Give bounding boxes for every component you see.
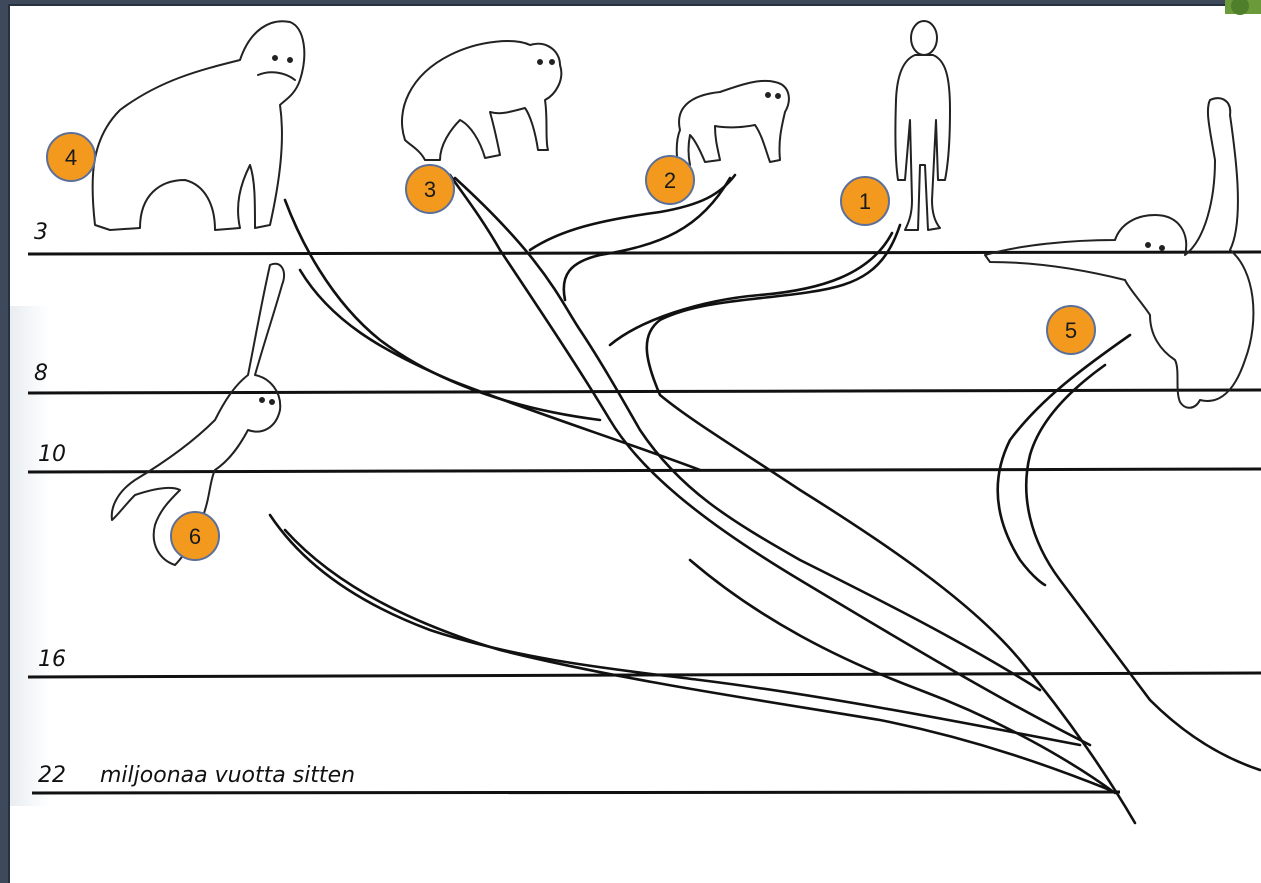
badge-3: 3 [405,164,455,214]
svg-text:5: 5 [1065,318,1077,343]
tick-label-22: 22 [38,763,66,788]
timeline-22 [31,790,1121,795]
diagram-frame [8,4,1261,883]
tick-label-8: 8 [34,361,48,386]
badge-6: 6 [170,511,220,561]
human-figure [894,20,951,231]
gorilla-figure [91,20,306,231]
tick-label-10: 10 [38,442,66,467]
svg-text:6: 6 [189,524,201,549]
badge-1: 1 [840,176,890,226]
timeline-10 [27,467,1261,474]
background-fade [10,306,50,806]
tick-label-3: 3 [34,220,48,245]
badge-2: 2 [645,155,695,205]
timeline-3 [27,250,1261,256]
badge-5: 5 [1046,305,1096,355]
svg-text:3: 3 [424,177,436,202]
top-decoration [1225,0,1261,15]
svg-text:2: 2 [664,168,676,193]
tree-branches [268,173,1261,825]
timeline-16 [27,671,1261,679]
svg-text:1: 1 [859,189,871,214]
chimpanzee-figure [675,79,790,166]
bonobo-figure [401,40,563,161]
axis-labels: 3 8 10 16 22 miljoonaa vuotta sitten [34,220,355,788]
badge-4: 4 [46,132,96,182]
gibbon-figure [110,262,286,566]
orangutan-figure [984,97,1255,409]
svg-text:4: 4 [65,145,77,170]
axis-caption: miljoonaa vuotta sitten [100,763,355,788]
timeline-8 [27,388,1261,395]
tick-label-16: 16 [38,647,66,672]
